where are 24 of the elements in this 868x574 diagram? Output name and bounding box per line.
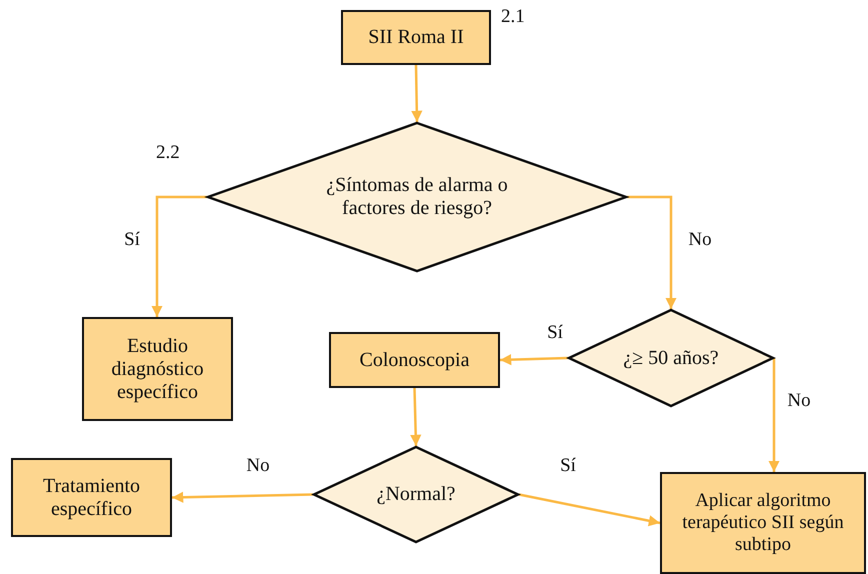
process-box: Colonoscopia [329,332,500,388]
edge-label: Sí [124,229,140,251]
process-box: Aplicar algoritmo terapéutico SII según subtipo [660,472,866,574]
edge-label: Sí [560,455,576,477]
edge-label: Sí [547,322,563,344]
arrow [172,492,314,503]
arrow [518,493,660,526]
edge-label: No [688,229,712,251]
arrow [627,196,677,309]
process-box: SII Roma II [341,10,491,65]
decision-diamond: ¿Normal? [313,446,519,543]
step-number: 2.1 [501,6,525,28]
decision-diamond: ¿Síntomas de alarma o factores de riesgo? [207,122,627,272]
step-number: 2.2 [156,142,180,164]
arrow [411,64,422,122]
arrow [768,358,780,472]
edge-label: No [246,455,270,477]
process-box: Tratamiento específico [11,458,172,537]
arrow [500,354,568,366]
edge-label: No [787,390,811,412]
arrow [410,388,422,446]
arrow [151,196,207,317]
decision-diamond: ¿≥ 50 años? [568,309,774,407]
process-box: Estudio diagnóstico específico [82,317,233,421]
